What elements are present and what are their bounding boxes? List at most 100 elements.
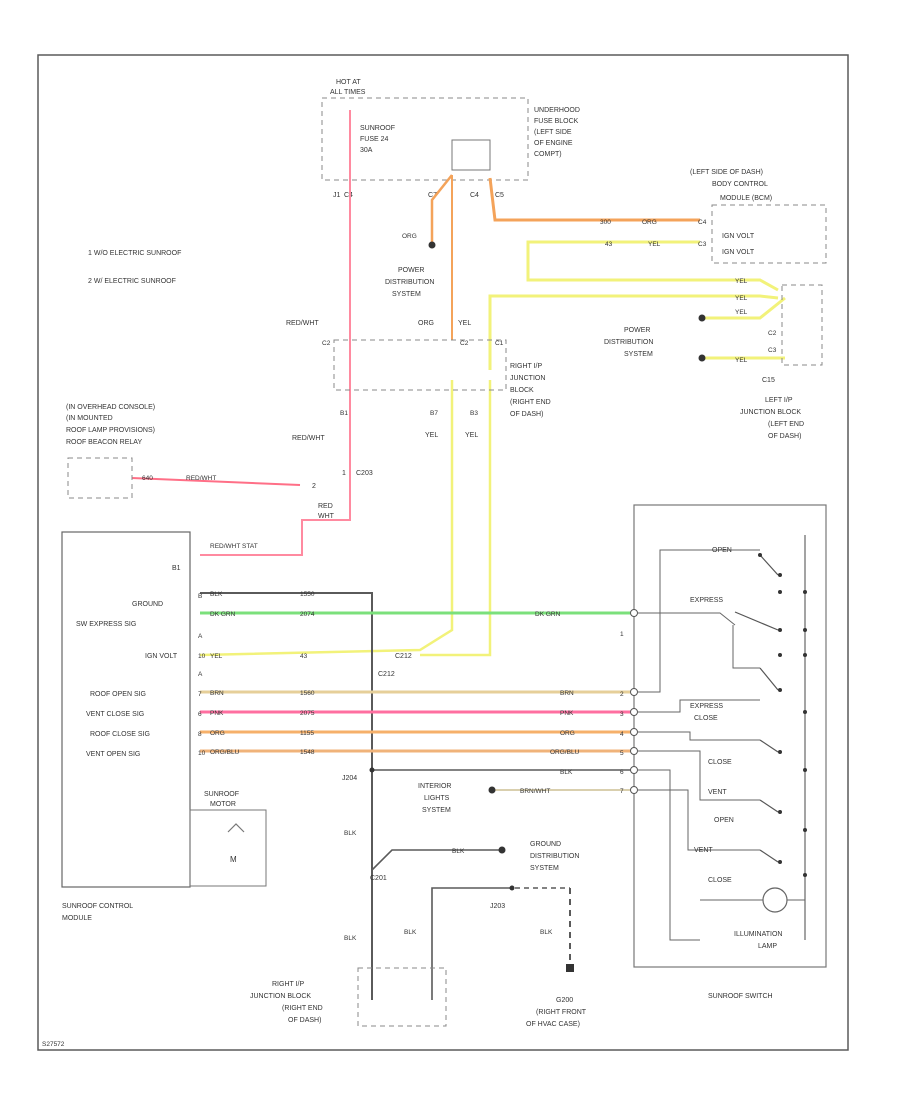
red-wht-label-top: RED/WHT <box>286 320 319 327</box>
body-control-module: (LEFT SIDE OF DASH) BODY CONTROL MODULE … <box>600 169 827 264</box>
fuse-name-2: FUSE 24 <box>360 136 389 143</box>
module-pin-a: A <box>198 633 203 640</box>
fuse-pin-c4: C4 <box>344 192 353 199</box>
yellow-pd-wire-1 <box>700 296 786 320</box>
module-pin-b1: B1 <box>172 565 181 572</box>
wire-pnk-color-2: PNK <box>560 710 574 717</box>
motor-label-1: SUNROOF <box>204 791 239 798</box>
overhead-connector: C203 <box>356 470 373 477</box>
module-pin-b: B <box>198 593 202 600</box>
legend-item-1: 1 W/O ELECTRIC SUNROOF <box>88 250 181 257</box>
overhead-wire-num: 640 <box>142 475 153 482</box>
rip-bottom-3: (RIGHT END <box>282 1005 323 1012</box>
module-row-ground: GROUND <box>132 601 163 608</box>
fuse-block-title-3: (LEFT SIDE <box>534 129 572 136</box>
motor-m-icon: M <box>230 855 237 864</box>
pd1-terminal <box>428 241 436 249</box>
bcm-title-3: MODULE (BCM) <box>720 195 772 202</box>
switch-pin-1: 1 <box>620 631 624 638</box>
bcm-pin-1: C4 <box>698 219 707 226</box>
j203-splice <box>509 885 515 891</box>
lip-pin-c2: C2 <box>768 330 777 337</box>
rip-title-3: BLOCK <box>510 387 534 394</box>
document-id: S27572 <box>42 1041 65 1048</box>
g200-line-1: (RIGHT FRONT <box>536 1009 587 1016</box>
fuse-block-title-1: UNDERHOOD <box>534 107 580 114</box>
rip-title-2: JUNCTION <box>510 375 545 382</box>
switch-label-lamp: LAMP <box>758 943 777 950</box>
fuse-block-title-4: OF ENGINE <box>534 140 573 147</box>
yellow-ign-wire-2 <box>420 380 492 657</box>
module-pin-10b: 10 <box>198 750 206 757</box>
overhead-pin-2: 2 <box>312 483 316 490</box>
wire-org-color-2: ORG <box>560 730 575 737</box>
connector-c201: C201 <box>370 875 387 882</box>
pd1-line-1: POWER <box>398 267 424 274</box>
g200-line-2: OF HVAC CASE) <box>526 1021 580 1028</box>
wire-dkgrn-color: DK GRN <box>210 611 236 618</box>
illumination-lamp-icon <box>762 887 788 913</box>
switch-pin-5: 5 <box>620 750 624 757</box>
wire-blk-color: BLK <box>210 591 223 598</box>
bcm-row-1: IGN VOLT <box>722 233 755 240</box>
wire-pnk-color: PNK <box>210 710 224 717</box>
module-row-ign-volt: IGN VOLT <box>145 653 178 660</box>
roof-relay-red-white-wire <box>131 477 301 486</box>
wire-brnwht-label: BRN/WHT <box>520 788 550 795</box>
overhead-line-2: (IN MOUNTED <box>66 415 113 422</box>
orange-bcm-wire <box>488 177 700 222</box>
switch-pin-3: 3 <box>620 711 624 718</box>
switch-label-vent-2: VENT <box>694 847 713 854</box>
fuse-rating: 30A <box>360 147 373 154</box>
wire-dkgrn-num: 2074 <box>300 611 315 618</box>
overhead-line-1: (IN OVERHEAD CONSOLE) <box>66 404 155 411</box>
g200-ground-icon <box>566 964 574 972</box>
yellow-ign-wire <box>199 380 454 657</box>
rip-wire-top-2: YEL <box>458 320 471 327</box>
rip-title-1: RIGHT I/P <box>510 363 542 370</box>
connector-j204: J204 <box>342 775 357 782</box>
splice-j204 <box>369 767 375 773</box>
overhead-pin-1: 1 <box>342 470 346 477</box>
motor-label-2: MOTOR <box>210 801 236 808</box>
wire-brn-num: 1560 <box>300 690 315 697</box>
wire-orgblu-num: 1548 <box>300 749 315 756</box>
module-pin-a2: A <box>198 671 203 678</box>
wire-org-num: 1155 <box>300 730 314 737</box>
ground-dist-wire: BLK <box>452 848 465 855</box>
blk-label-3: BLK <box>404 929 417 936</box>
bcm-pin-2: C3 <box>698 241 707 248</box>
lip-wire-4: YEL <box>735 357 748 364</box>
sunroof-switch: SUNROOF SWITCH 1 2 3 4 5 6 7 <box>620 504 827 1000</box>
fuse-pin-j1: J1 <box>333 192 341 199</box>
diagram-frame <box>37 54 849 1051</box>
wire-yel-color: YEL <box>210 653 223 660</box>
wire-blk2-label: BLK <box>560 769 573 776</box>
module-row-sw-express: SW EXPRESS SIG <box>76 621 136 628</box>
switch-pin-4: 4 <box>620 731 624 738</box>
module-row-roof-close: ROOF CLOSE SIG <box>90 731 150 738</box>
pd1-line-2: DISTRIBUTION <box>385 279 434 286</box>
module-pin-6: 6 <box>198 711 202 718</box>
red-white-wire <box>200 110 351 556</box>
module-title-2: MODULE <box>62 915 92 922</box>
underhood-fuse-block: HOT AT ALL TIMES SUNROOF FUSE 24 30A UND… <box>321 79 580 199</box>
bcm-title-1: (LEFT SIDE OF DASH) <box>690 169 763 176</box>
switch-pin-2: 2 <box>620 691 624 698</box>
ground-dist-terminal <box>498 846 506 854</box>
g200-name: G200 <box>556 997 573 1004</box>
red-wht-label-bottom: RED/WHT <box>292 435 325 442</box>
rip-pin-bottom-1: B1 <box>340 410 348 417</box>
bcm-wire-color-1: ORG <box>642 219 657 226</box>
module-pin-7: 7 <box>198 691 202 698</box>
wire-orgblu-color: ORG/BLU <box>210 749 240 756</box>
lip-title-1: LEFT I/P <box>765 397 793 404</box>
connector-c212-b: C212 <box>378 671 395 678</box>
rip-pin-top-2: C2 <box>460 340 469 347</box>
rip-pin-bottom-3: B3 <box>470 410 478 417</box>
wire-orgblu-color-2: ORG/BLU <box>550 749 580 756</box>
switch-pin-7: 7 <box>620 788 624 795</box>
switch-label-close-2: CLOSE <box>708 759 732 766</box>
ground-dist-3: SYSTEM <box>530 865 559 872</box>
